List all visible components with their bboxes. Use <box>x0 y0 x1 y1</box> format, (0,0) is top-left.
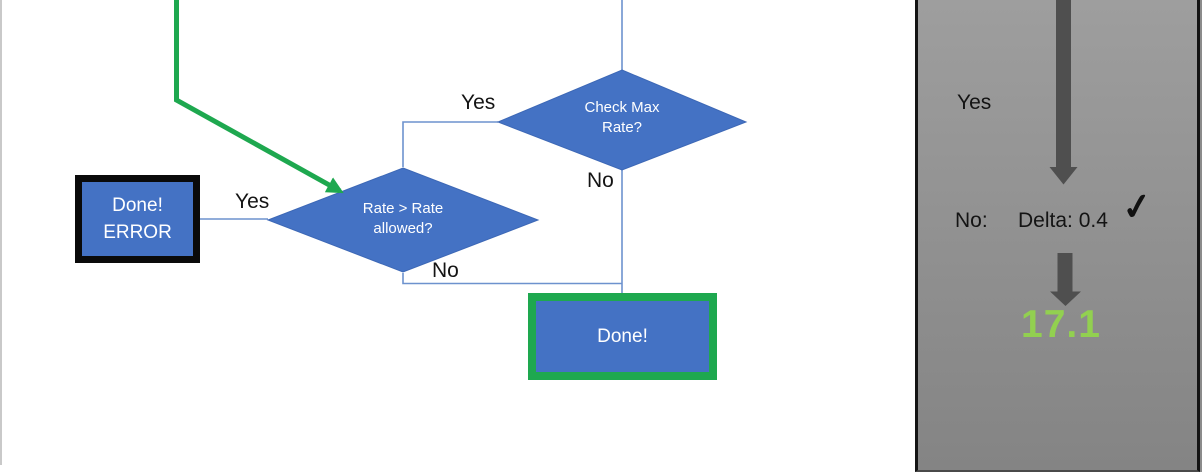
green-path-arrow <box>174 0 344 194</box>
done-label: Done! <box>597 326 648 347</box>
side-annotation-panel: Yes No: Delta: 0.4 ✓ 17.1 <box>915 0 1200 472</box>
down-arrow-head-icon <box>1049 167 1078 185</box>
panel-delta-value: Delta: 0.4 <box>1018 209 1108 232</box>
flowchart-canvas <box>174 0 748 294</box>
done-error-node: Done! ERROR <box>75 175 200 263</box>
done-error-line1: Done! <box>112 195 163 216</box>
decision-diamond-check-max-rate <box>496 69 748 171</box>
down-arrow-small-head-icon <box>1050 291 1081 306</box>
rate-allowed-yes-label: Yes <box>235 190 270 213</box>
check-max-rate-label: Check Max Rate? <box>545 98 699 138</box>
check-max-rate-line2: Rate? <box>601 119 643 136</box>
check-max-rate-no-label: No <box>587 169 614 192</box>
rate-allowed-line1: Rate > Rate <box>362 200 444 217</box>
checkmark-icon: ✓ <box>1119 184 1155 229</box>
check-max-rate-line1: Check Max <box>584 99 660 116</box>
rate-allowed-no-label: No <box>432 259 459 282</box>
done-node: Done! <box>528 293 717 380</box>
panel-result-value: 17.1 <box>1021 303 1101 346</box>
rate-allowed-label: Rate > Rate allowed? <box>326 199 480 239</box>
connector-rate-no-to-done <box>402 273 622 285</box>
decision-diamond-rate-allowed <box>266 167 540 273</box>
panel-right-edge <box>1200 0 1202 472</box>
down-arrow-small-icon <box>1057 253 1073 292</box>
connector-check-yes-to-rate <box>402 121 498 167</box>
rate-allowed-line2: allowed? <box>373 220 433 237</box>
panel-arrows <box>1049 0 1081 306</box>
down-arrow-icon <box>1056 0 1071 168</box>
check-max-rate-yes-label: Yes <box>461 91 496 114</box>
slide-left-edge <box>0 0 2 465</box>
done-error-line2: ERROR <box>103 222 172 243</box>
panel-no-label: No: <box>955 209 988 232</box>
panel-yes-label: Yes <box>957 91 992 114</box>
